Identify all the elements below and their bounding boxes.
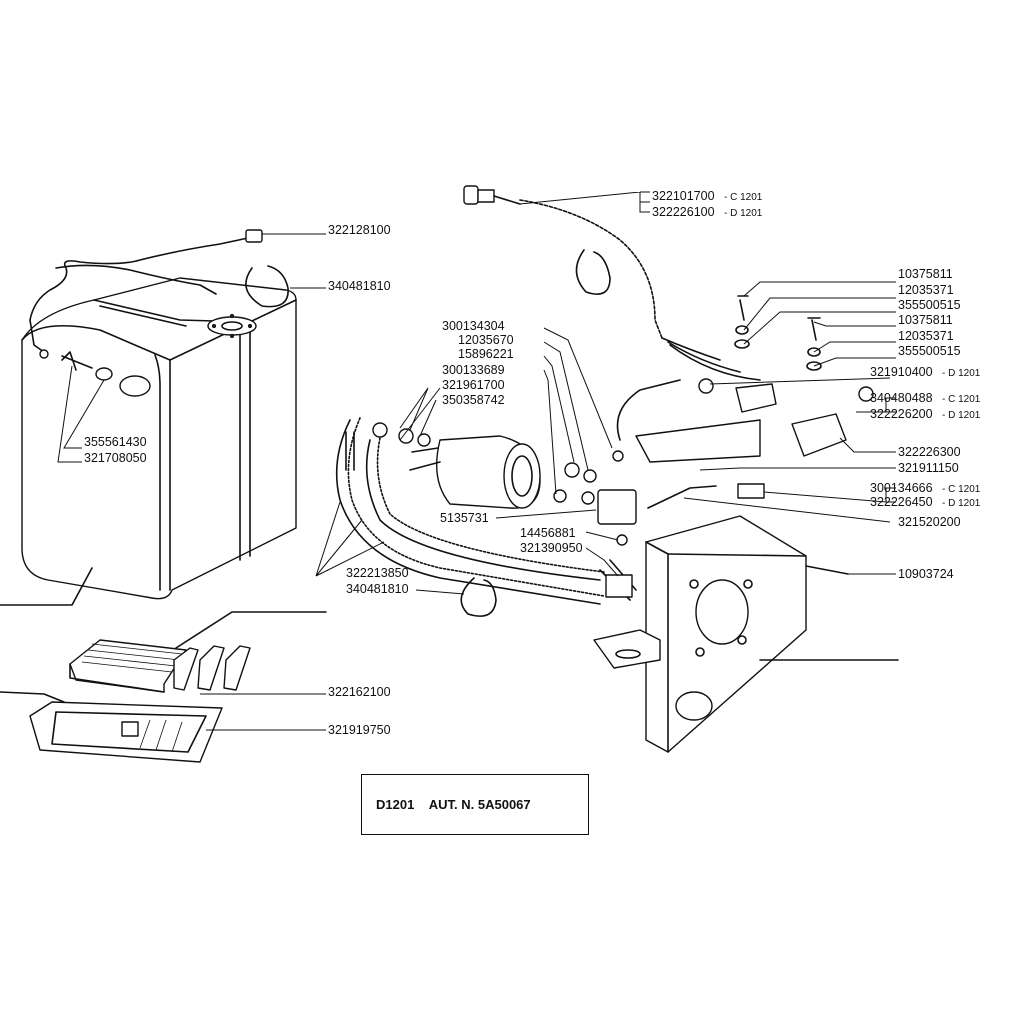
callout-label: 5135731: [440, 511, 489, 525]
callout-label: 321708050: [84, 451, 147, 465]
callout-label: 322226200: [870, 407, 933, 421]
callout-label: 355561430: [84, 435, 147, 449]
callout-label: 340481810: [328, 279, 391, 293]
callout-suffix: - D 1201: [942, 368, 981, 379]
callout-label: 340480488: [870, 391, 933, 405]
callout-label: 15896221: [458, 347, 514, 361]
callout-label: 322213850: [346, 566, 409, 580]
callout-suffix: - C 1201: [724, 192, 763, 203]
callout-label: 322226100: [652, 205, 715, 219]
callout-labels: 322128100 340481810 355561430 321708050 …: [84, 189, 981, 737]
callout-label: 10375811: [898, 267, 953, 281]
callout-label: 300134304: [442, 319, 505, 333]
callout-label: 322162100: [328, 685, 391, 699]
mounting-plate-drawing: [593, 295, 899, 753]
callout-label: 10903724: [898, 567, 954, 581]
callout-label: 321919750: [328, 723, 391, 737]
callout-label: 10375811: [898, 313, 953, 327]
callout-label: 14456881: [520, 526, 576, 540]
callout-suffix: - C 1201: [942, 394, 981, 405]
fuel-tank-drawing: [0, 229, 297, 606]
callout-label: 322226300: [898, 445, 961, 459]
callout-label: 321390950: [520, 541, 583, 555]
callout-label: 12035670: [458, 333, 514, 347]
callout-suffix: - D 1201: [724, 208, 763, 219]
callout-label: 300133689: [442, 363, 505, 377]
authorization-number: AUT. N. 5A50067: [428, 797, 531, 812]
title-spacer: [414, 797, 428, 812]
callout-label: 350358742: [442, 393, 505, 407]
leader-lines: [57, 191, 896, 731]
callout-label: 321961700: [442, 378, 505, 392]
callout-label: 300134666: [870, 481, 933, 495]
callout-label: 355500515: [898, 298, 961, 312]
fuel-pump-assembly-drawing: [335, 417, 637, 605]
hose-clamp-drawing: [245, 249, 611, 617]
callout-label: 321910400: [870, 365, 933, 379]
callout-label: 321911150: [898, 461, 959, 475]
callout-label: 322101700: [652, 189, 715, 203]
speedometer-cable-drawing: [463, 185, 761, 381]
model-code: D1201: [376, 797, 415, 812]
instrument-panel-drawing: [0, 611, 327, 763]
callout-label: 321520200: [898, 515, 961, 529]
callout-label: 12035371: [898, 283, 954, 297]
callout-suffix: - D 1201: [942, 498, 981, 509]
callout-suffix: - C 1201: [942, 484, 981, 495]
callout-label: 12035371: [898, 329, 954, 343]
callout-label: 355500515: [898, 344, 961, 358]
callout-label: 340481810: [346, 582, 409, 596]
callout-label: 322226450: [870, 495, 933, 509]
callout-suffix: - D 1201: [942, 410, 981, 421]
title-block: D1201 AUT. N. 5A50067: [361, 774, 589, 835]
callout-label: 322128100: [328, 223, 391, 237]
